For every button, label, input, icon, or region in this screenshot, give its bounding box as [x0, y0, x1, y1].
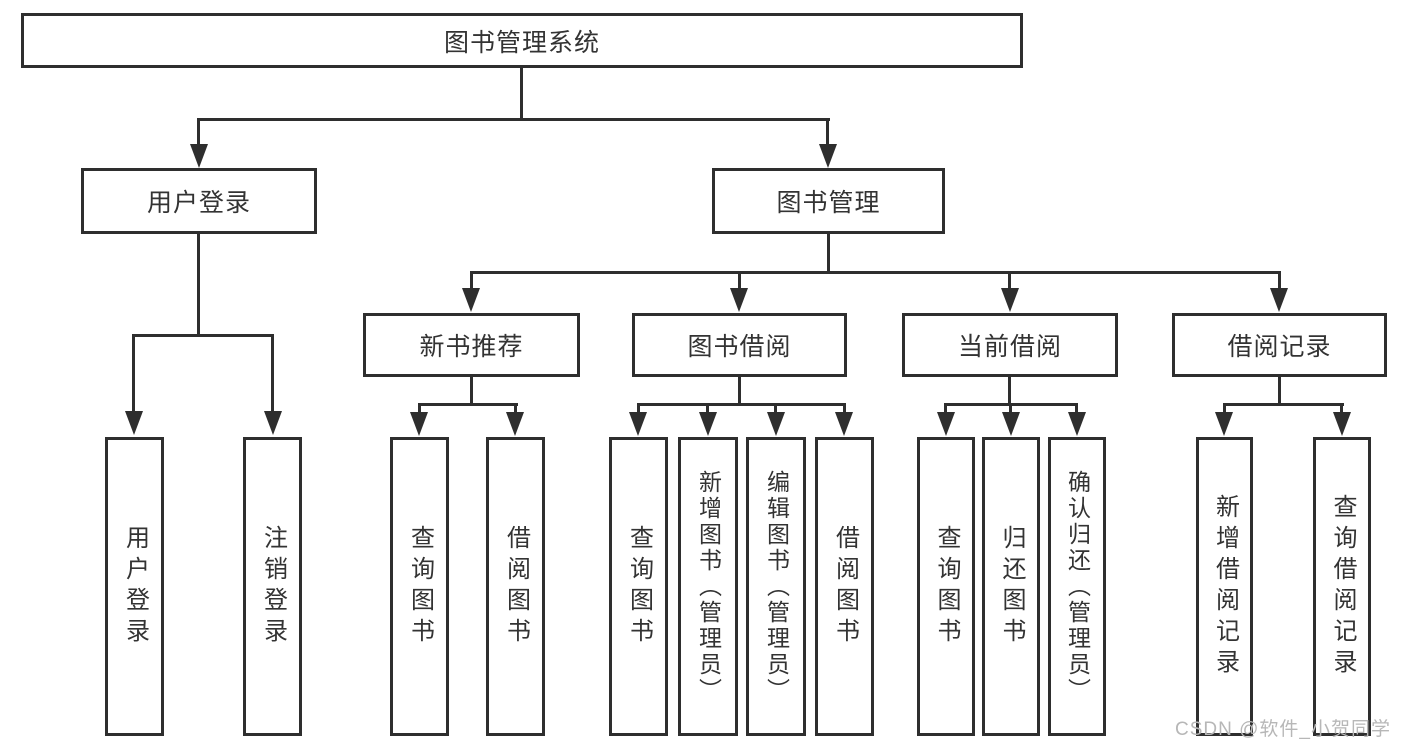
connector-drop-leaf [706, 403, 709, 414]
connector-book-borrowing-stem [738, 377, 741, 406]
arrowhead-down-icon [1270, 288, 1288, 312]
arrowhead-down-icon [937, 412, 955, 436]
connector-drop-leaf [1340, 403, 1343, 414]
connector-borrowing-records-stem [1278, 377, 1281, 406]
node-library-system-label: 图书管理系统 [443, 28, 600, 57]
arrowhead-down-icon [462, 288, 480, 312]
arrowhead-down-icon [819, 144, 837, 168]
node-borrowing-records-label: 借阅记录 [1227, 333, 1332, 361]
connector-drop-leaf [514, 403, 517, 414]
watermark-text: CSDN @软件_小贺同学 [1175, 719, 1391, 740]
connector-drop-leaf [1009, 403, 1012, 414]
leaf-query-books-current-label: 查询图书 [933, 524, 960, 649]
connector-drop-leaf [1223, 403, 1226, 414]
node-user-login: 用户登录 [81, 168, 317, 234]
node-current-borrowing-label: 当前借阅 [957, 333, 1062, 361]
leaf-borrow-books-recommend-label: 借阅图书 [502, 524, 530, 649]
leaf-confirm-return-admin: 确认归还（管理员） [1048, 437, 1106, 736]
node-book-management-label: 图书管理 [776, 189, 881, 217]
node-book-borrowing-label: 图书借阅 [687, 333, 792, 361]
connector-drop-leaf [132, 334, 135, 412]
connector-drop-user-login [197, 120, 200, 146]
leaf-user-login: 用户登录 [105, 437, 164, 736]
arrowhead-down-icon [410, 412, 428, 436]
node-user-login-label: 用户登录 [146, 189, 251, 217]
connector-drop-level3 [470, 271, 473, 290]
connector-root-stem [520, 68, 523, 120]
leaf-user-login-label: 用户登录 [121, 524, 149, 649]
leaf-edit-books-admin-label: 编辑图书（管理员） [763, 469, 790, 704]
leaf-borrow-books-borrow-label: 借阅图书 [831, 524, 859, 649]
leaf-return-books: 归还图书 [982, 437, 1040, 736]
leaf-query-books-current: 查询图书 [917, 437, 975, 736]
connector-current-borrowing-stem [1008, 377, 1011, 406]
connector-book-management-rail [470, 271, 1280, 274]
leaf-borrow-books-recommend: 借阅图书 [486, 437, 545, 736]
connector-new-book-stem [470, 377, 473, 406]
leaf-query-books-borrow: 查询图书 [609, 437, 668, 736]
connector-new-book-rail [418, 403, 518, 406]
node-book-borrowing: 图书借阅 [632, 313, 847, 377]
connector-drop-leaf [418, 403, 421, 414]
connector-drop-leaf [1075, 403, 1078, 414]
leaf-borrow-books-borrow: 借阅图书 [815, 437, 874, 736]
connector-drop-leaf [843, 403, 846, 414]
leaf-logout-label: 注销登录 [259, 524, 287, 649]
connector-user-login-rail [132, 334, 274, 337]
arrowhead-down-icon [1215, 412, 1233, 436]
node-new-book-recommendation: 新书推荐 [363, 313, 580, 377]
arrowhead-down-icon [125, 411, 143, 435]
connector-drop-level3 [1008, 271, 1011, 290]
arrowhead-down-icon [1333, 412, 1351, 436]
leaf-add-books-admin: 新增图书（管理员） [678, 437, 738, 736]
connector-drop-leaf [637, 403, 640, 414]
node-book-management: 图书管理 [712, 168, 945, 234]
leaf-add-borrow-record: 新增借阅记录 [1196, 437, 1253, 736]
leaf-confirm-return-admin-label: 确认归还（管理员） [1064, 469, 1091, 704]
leaf-add-books-admin-label: 新增图书（管理员） [695, 469, 722, 704]
connector-user-login-stem [197, 234, 200, 337]
leaf-query-borrow-record: 查询借阅记录 [1313, 437, 1371, 736]
leaf-edit-books-admin: 编辑图书（管理员） [746, 437, 806, 736]
arrowhead-down-icon [1068, 412, 1086, 436]
arrowhead-down-icon [767, 412, 785, 436]
arrowhead-down-icon [699, 412, 717, 436]
leaf-return-books-label: 归还图书 [998, 524, 1025, 649]
arrowhead-down-icon [629, 412, 647, 436]
connector-drop-level3 [1278, 271, 1281, 290]
arrowhead-down-icon [190, 144, 208, 168]
node-library-system: 图书管理系统 [21, 13, 1023, 68]
arrowhead-down-icon [730, 288, 748, 312]
connector-root-rail [197, 118, 830, 121]
connector-drop-level3 [738, 271, 741, 290]
arrowhead-down-icon [506, 412, 524, 436]
arrowhead-down-icon [1001, 288, 1019, 312]
leaf-logout: 注销登录 [243, 437, 302, 736]
connector-book-borrowing-rail [637, 403, 846, 406]
node-borrowing-records: 借阅记录 [1172, 313, 1387, 377]
connector-drop-book-management [826, 120, 829, 146]
leaf-query-books-borrow-label: 查询图书 [625, 524, 653, 649]
leaf-query-books-recommend-label: 查询图书 [406, 524, 434, 649]
connector-drop-leaf [271, 334, 274, 412]
leaf-query-books-recommend: 查询图书 [390, 437, 449, 736]
connector-drop-leaf [944, 403, 947, 414]
leaf-add-borrow-record-label: 新增借阅记录 [1211, 493, 1239, 680]
node-new-book-recommendation-label: 新书推荐 [419, 333, 524, 361]
connector-borrowing-records-rail [1223, 403, 1344, 406]
arrowhead-down-icon [835, 412, 853, 436]
arrowhead-down-icon [264, 411, 282, 435]
connector-drop-leaf [774, 403, 777, 414]
node-current-borrowing: 当前借阅 [902, 313, 1118, 377]
arrowhead-down-icon [1002, 412, 1020, 436]
leaf-query-borrow-record-label: 查询借阅记录 [1329, 493, 1356, 680]
connector-book-management-stem [827, 233, 830, 274]
